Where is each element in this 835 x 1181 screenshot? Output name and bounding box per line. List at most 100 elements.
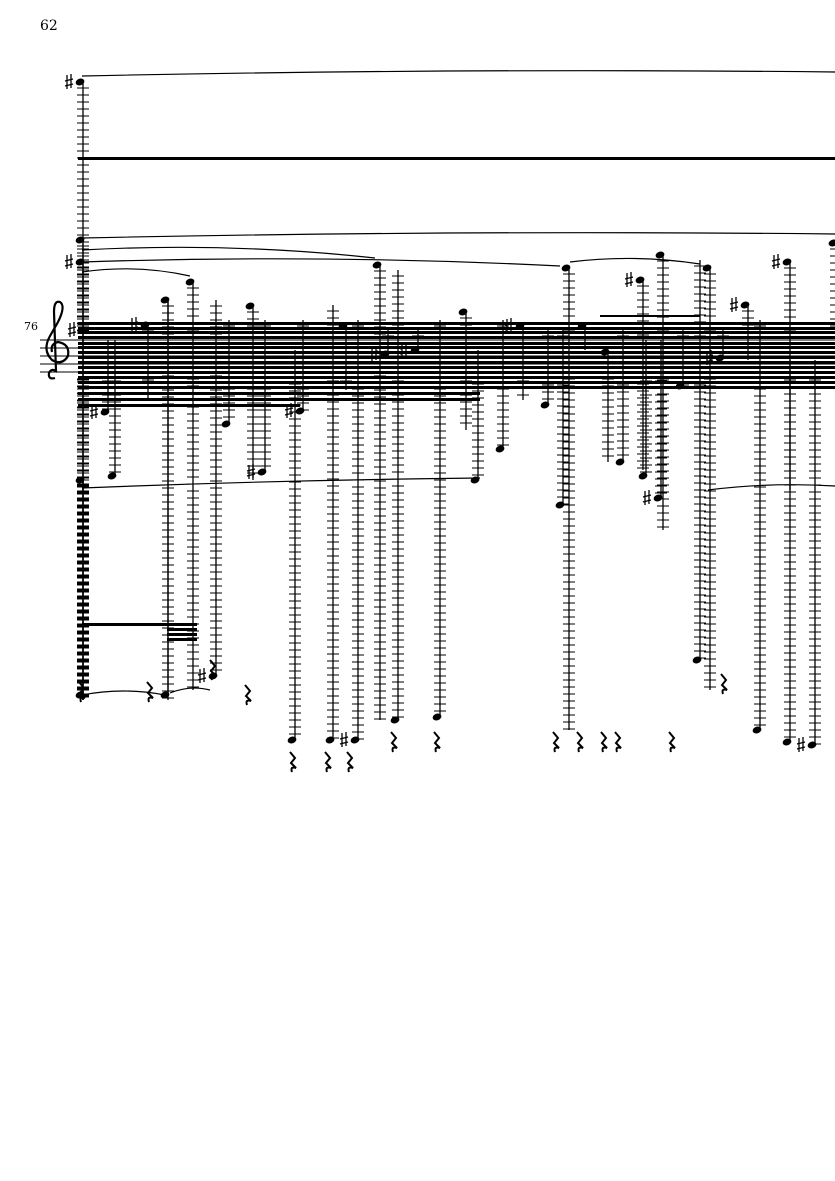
sharp-icon	[67, 322, 77, 337]
tie	[81, 258, 561, 267]
note-head	[828, 239, 835, 247]
note-head	[653, 494, 663, 502]
beam	[78, 404, 300, 407]
quarter-rest-icon	[552, 731, 560, 753]
beam	[78, 356, 835, 359]
note-head	[100, 408, 110, 416]
sharp-icon	[89, 404, 99, 419]
sharp-icon	[339, 732, 349, 747]
note-head	[140, 321, 150, 329]
beam	[78, 336, 835, 339]
beam	[78, 366, 835, 369]
note-head	[75, 78, 85, 86]
note-head	[495, 445, 505, 453]
note-head	[807, 741, 817, 749]
note-head	[107, 472, 117, 480]
sharp-icon	[504, 318, 514, 333]
ties	[81, 70, 835, 696]
note-head	[782, 738, 792, 746]
beam	[78, 386, 835, 389]
beam	[78, 376, 835, 379]
note-head	[350, 736, 360, 744]
beam	[167, 628, 197, 631]
notes	[64, 74, 835, 752]
note-head	[702, 264, 712, 272]
sharp-icon	[246, 464, 256, 479]
beam	[82, 623, 197, 626]
treble-clef-icon	[45, 300, 70, 380]
note-head	[338, 322, 348, 330]
measure-number: 76	[24, 320, 38, 333]
key-signature-sharp-icon	[67, 322, 77, 337]
beam	[78, 346, 835, 349]
note-head	[295, 407, 305, 415]
note-head	[287, 736, 297, 744]
note-head	[245, 302, 255, 310]
note-head	[432, 713, 442, 721]
sharp-icon	[729, 297, 739, 312]
note-head	[221, 420, 231, 428]
note-head	[615, 458, 625, 466]
tie	[81, 690, 166, 696]
quarter-rest-icon	[390, 731, 398, 753]
sharp-icon	[796, 737, 806, 752]
sharp-icon	[284, 403, 294, 418]
note-head	[692, 656, 702, 664]
sharp-icon	[704, 350, 714, 365]
note-head	[75, 236, 85, 244]
sharp-icon	[642, 490, 652, 505]
tie	[169, 687, 211, 694]
note-head	[635, 276, 645, 284]
beam	[78, 322, 835, 325]
note-head	[655, 251, 665, 259]
note-head	[752, 726, 762, 734]
quarter-rest-icon	[324, 751, 332, 773]
note-head	[160, 691, 170, 699]
beam	[78, 351, 835, 354]
beam	[78, 381, 835, 384]
quarter-rest-icon	[146, 681, 154, 703]
beams	[78, 157, 835, 641]
note-head	[782, 258, 792, 266]
quarter-rest-icon	[346, 751, 354, 773]
note-head	[540, 401, 550, 409]
sharp-icon	[64, 74, 74, 89]
beam	[167, 633, 197, 636]
tie	[81, 477, 481, 489]
note-head	[185, 278, 195, 286]
note-head	[515, 322, 525, 330]
note-head	[372, 261, 382, 269]
note-head	[600, 348, 610, 356]
note-head	[75, 258, 85, 266]
note-head	[380, 350, 390, 358]
note-head	[160, 296, 170, 304]
tie	[81, 268, 191, 277]
note-head	[561, 264, 571, 272]
quarter-rest-icon	[600, 731, 608, 753]
beam	[78, 342, 835, 345]
sharp-icon	[197, 668, 207, 683]
quarter-rest-icon	[433, 731, 441, 753]
beam	[78, 392, 480, 395]
tie	[81, 232, 835, 239]
note-head	[257, 468, 267, 476]
beam	[78, 327, 835, 330]
beam	[600, 315, 700, 317]
note-head	[675, 382, 685, 390]
note-head	[470, 476, 480, 484]
sharp-icon	[369, 346, 379, 361]
note-head	[410, 346, 420, 354]
quarter-rest-icon	[576, 731, 584, 753]
sharp-icon	[64, 254, 74, 269]
quarter-rest-icon	[78, 681, 86, 703]
note-head	[577, 322, 587, 330]
page-number: 62	[40, 18, 58, 34]
note-head	[325, 736, 335, 744]
beam	[78, 371, 835, 374]
beam	[78, 361, 835, 364]
note-head	[75, 476, 85, 484]
tie	[81, 70, 835, 77]
quarter-rest-icon	[668, 731, 676, 753]
sharp-icon	[129, 317, 139, 332]
